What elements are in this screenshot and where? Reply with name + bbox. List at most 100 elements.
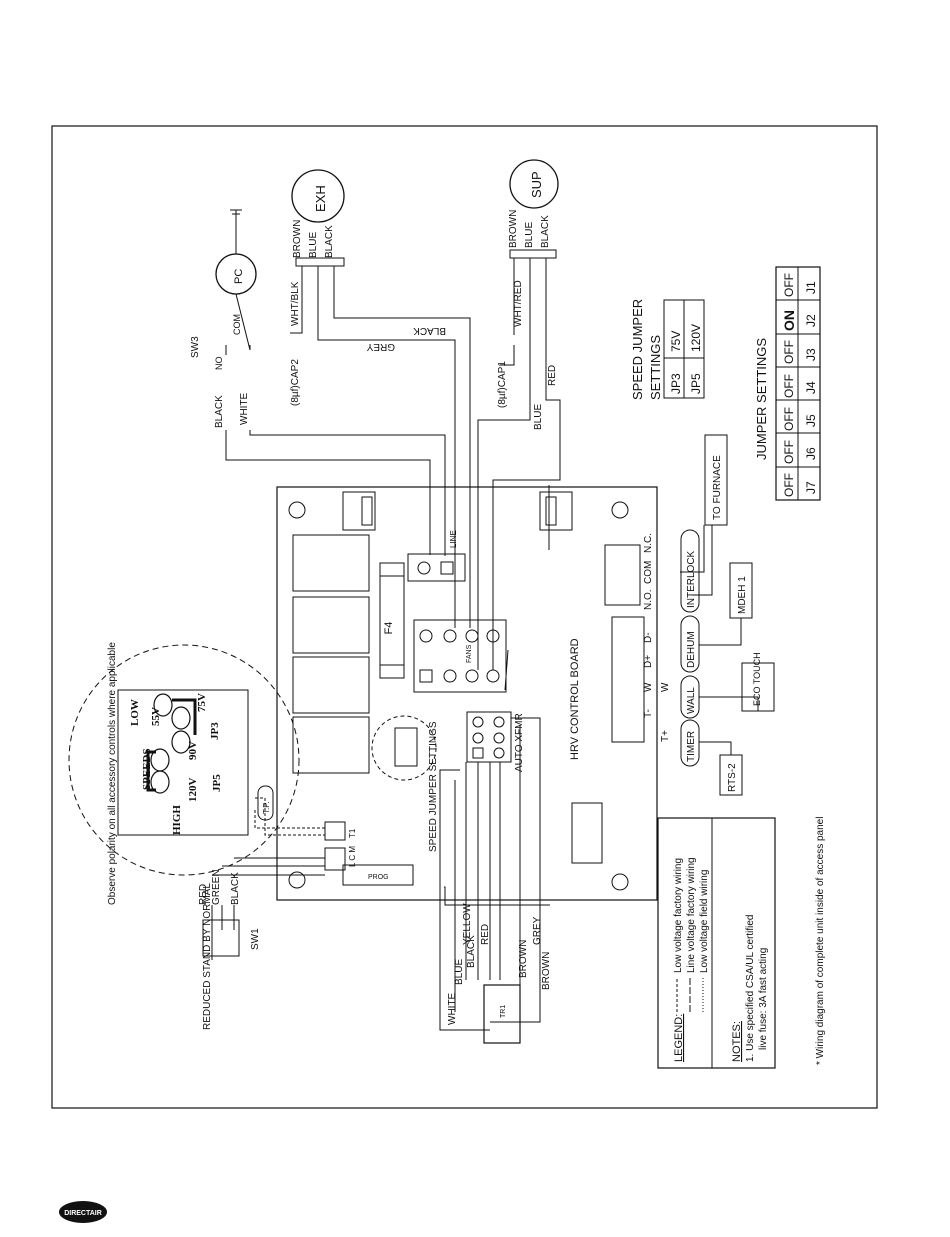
board-mount-hole [611,501,629,519]
blue-sw-label: BLUE [454,959,465,985]
black-sw-label: BLACK [466,935,477,968]
note-1b: live fuse: 3A fast acting [758,948,769,1050]
jumper-table [775,266,821,501]
wiring [211,209,759,1031]
pc-label: PC [233,269,245,284]
jp5-label: JP5 [211,774,223,792]
sw1-switch [202,919,240,957]
jumper-head-j1: J1 [804,281,818,294]
white-lead-label: WHITE [239,392,250,425]
legend-box [657,817,776,1069]
relay [292,656,370,714]
legend-item-2: Line voltage factory wiring [686,857,697,973]
speed-row-jp3: JP3 [669,373,683,394]
nc-label: N.C. [643,533,654,553]
tr1-label: TR1 [500,1005,507,1018]
speeds-detail-panel [117,689,249,836]
cap1-label: (8µf)CAP1 [497,361,508,408]
no-switch-label: NO [214,357,224,371]
fans-connector [413,619,507,693]
wht-red-label: WHT/RED [513,280,524,327]
timer-label: TIMER [686,731,697,762]
to-furnace-box [704,434,728,526]
jumper-table-title: JUMPER SETTINGS [754,338,769,460]
jumper-head-j7: J7 [804,481,818,494]
red-sw-label: RED [480,924,491,945]
t-minus-label: T- [643,709,654,718]
board-mount-hole [288,871,306,889]
grey-sw-label: GREY [532,916,543,945]
sup-brown-label: BROWN [508,210,519,248]
no-label: N.O. [643,589,654,610]
d-minus-label: D- [643,632,654,643]
auto-xfmr-connector [466,711,512,763]
dehum-label: DEHUM [686,631,697,668]
speeds-callout [68,644,300,876]
sup-label: SUP [529,171,544,198]
low-voltage-terminal-block [611,616,645,743]
transformer-tr1 [483,984,521,1044]
relay [292,534,370,592]
cap2-label: (8µf)CAP2 [290,359,301,406]
com-label: COM [643,561,654,584]
brown-sw2-label: BROWN [541,952,552,990]
board-label: HRV CONTROL BOARD [569,638,581,760]
v55-label: 55V [150,707,162,726]
jumper-val-j1: OFF [782,273,796,297]
speed-row-jp3-v: 75V [669,331,683,352]
speed-jumper-callout [371,715,437,781]
white-sw-label: WHITE [447,992,458,1025]
board-mount-hole [611,873,629,891]
red-wire-label: RED [547,365,558,386]
red-sw1-label: RED [198,884,209,905]
speed-jumper-settings-label: SPEED JUMPER SETTINGS [428,721,439,852]
fuse-f4-label: F4 [383,622,395,635]
jumper-val-j6: OFF [782,440,796,464]
interlock-terminal-block [604,544,641,606]
relay [292,716,370,774]
hrv-control-board [276,486,658,901]
to-furnace-label: TO FURNACE [712,455,723,520]
grey-wire-label: GREY [366,341,395,352]
footnote: * Wiring diagram of complete unit inside… [815,817,826,1065]
line-connector [407,553,466,582]
green-sw1-label: GREEN [211,869,222,905]
lcm-connector [324,847,346,871]
fuse-f4 [379,562,405,679]
w1-label: W [643,682,654,692]
high-label: HIGH [171,805,183,835]
jumper-head-j5: J5 [804,414,818,427]
relay [292,596,370,654]
timer-badge [680,719,700,767]
prog-header [342,864,414,886]
sup-black-label: BLACK [540,215,551,248]
mdeh-label: MDEH 1 [737,576,748,614]
sw1-label: SW1 [250,928,261,950]
interlock-badge [680,529,700,613]
speed-row-jp5-v: 120V [689,324,703,352]
sup-motor [509,159,559,209]
fans-label: FANS [466,644,473,663]
note-1: 1. Use specified CSA/UL certified [745,915,756,1062]
brown-sw-label: BROWN [518,940,529,978]
exh-black-label: BLACK [324,225,335,258]
interlock-label: INTERLOCK [686,550,697,608]
t1-connector [324,821,346,841]
jumper-head-j3: J3 [804,348,818,361]
jumper-head-j2: J2 [804,314,818,327]
t1-label: T1 [348,828,357,838]
exh-blue-label: BLUE [308,232,319,258]
jumper-val-j7: OFF [782,473,796,497]
d-plus-label: D+ [643,655,654,668]
observe-note: Observe polarity on all accessory contro… [107,642,118,905]
line-connector-label: LINE [449,530,458,548]
jumper-val-j4: OFF [782,374,796,398]
board-header [539,491,573,531]
legend-item-1: Low voltage factory wiring [673,858,684,973]
board-header [342,491,376,531]
speed-table-title-1: SPEED JUMPER [630,299,645,400]
yellow-sw-label: YELLOW [462,903,473,945]
sup-blue-label: BLUE [524,222,535,248]
speed-row-jp5: JP5 [689,373,703,394]
